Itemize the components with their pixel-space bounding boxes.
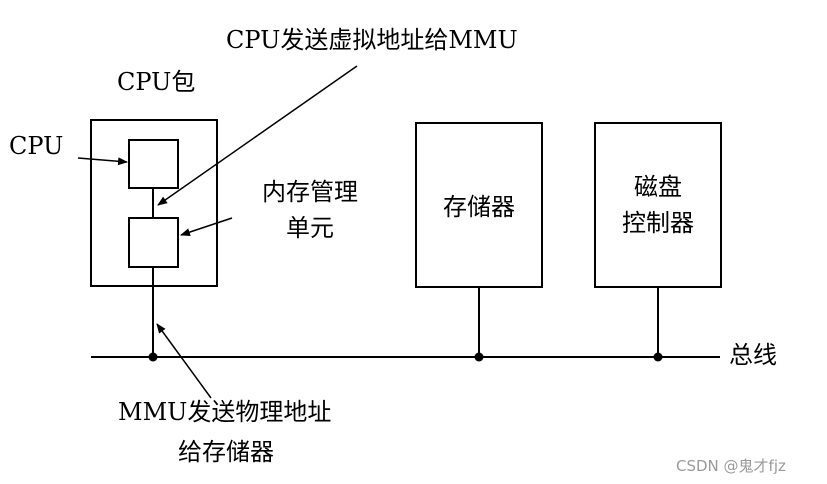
- cpu-box: [128, 139, 179, 189]
- arrow-physical-address: [156, 323, 212, 399]
- arrow-cpu-label: [77, 157, 128, 166]
- mmu-box: [128, 217, 179, 268]
- label-mmu-to-memory-line2: 给存储器: [178, 438, 274, 466]
- watermark-text: CSDN @鬼才fjz: [676, 457, 786, 475]
- label-mmu-line2: 单元: [286, 214, 334, 242]
- arrow-virtual-address: [157, 65, 358, 206]
- label-memory: 存储器: [443, 193, 515, 221]
- label-cpu: CPU: [9, 132, 64, 160]
- bus-junction-memory: [474, 352, 484, 362]
- label-mmu-to-memory: MMU发送物理地址 给存储器: [118, 398, 331, 466]
- label-mmu-line1: 内存管理: [262, 178, 358, 206]
- label-cpu-to-mmu: CPU发送虚拟地址给MMU: [226, 26, 518, 54]
- label-disk-controller: 磁盘 控制器: [595, 173, 721, 237]
- label-disk-line1: 磁盘: [634, 173, 682, 201]
- bus-junction-mmu: [148, 352, 158, 362]
- label-mmu-to-memory-line1: MMU发送物理地址: [118, 398, 332, 426]
- bus-junction-disk: [653, 352, 663, 362]
- label-disk-line2: 控制器: [622, 209, 694, 237]
- label-bus: 总线: [729, 341, 777, 369]
- label-mmu: 内存管理 单元: [252, 178, 368, 242]
- label-cpu-package: CPU包: [117, 68, 196, 96]
- arrow-mmu-label: [180, 217, 233, 236]
